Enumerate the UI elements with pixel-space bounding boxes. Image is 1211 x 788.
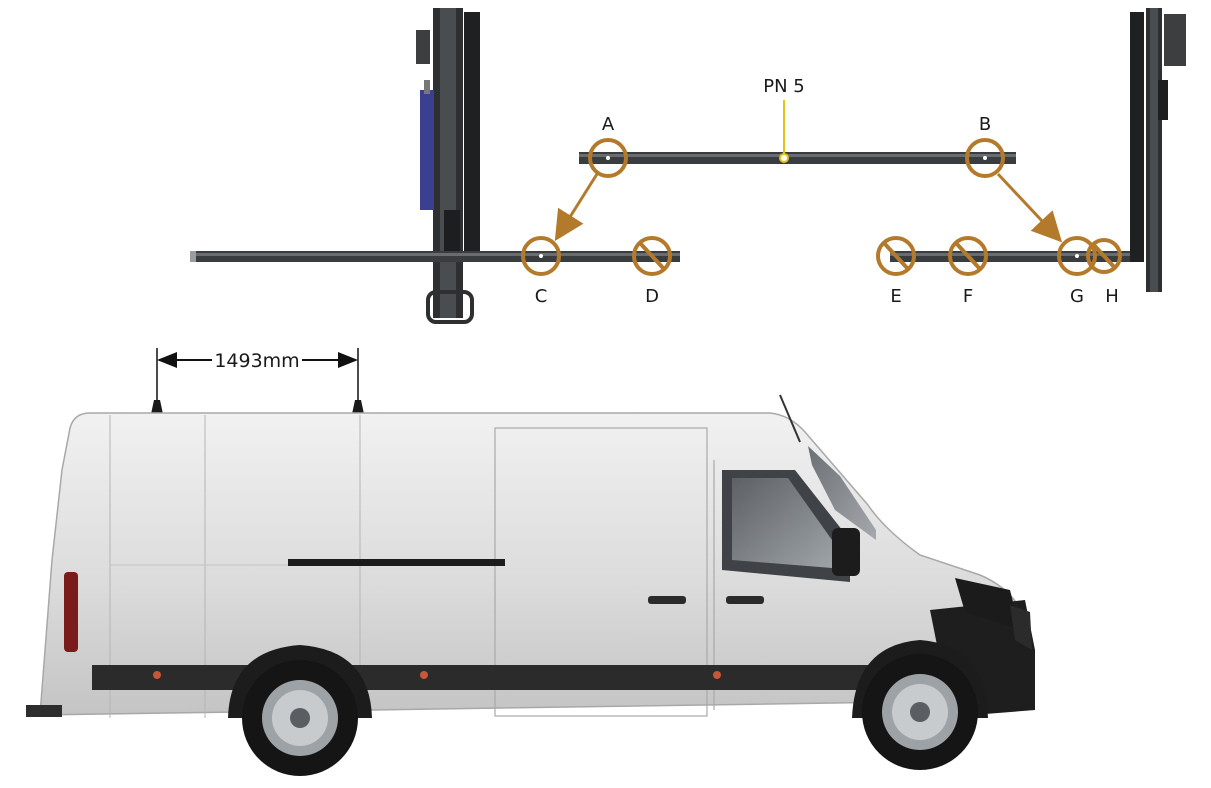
headlamp <box>955 578 1020 630</box>
mount-point-d: D <box>632 236 672 307</box>
dimension-label: 1493mm <box>214 350 299 372</box>
rear-light <box>64 572 78 652</box>
sliding-door-outline <box>494 427 708 717</box>
label-d: D <box>645 286 659 307</box>
top-rail <box>579 152 1016 164</box>
mount-point-g: G <box>1057 236 1097 307</box>
sliding-door-rail <box>288 559 505 566</box>
ladder-handle <box>426 290 474 324</box>
mount-point-b: B <box>965 114 1005 178</box>
left-lower-rail <box>190 251 680 262</box>
mount-point-c: C <box>521 236 561 307</box>
van-side-view <box>26 394 1035 776</box>
mount-point-e: E <box>876 236 916 307</box>
label-a: A <box>602 114 615 135</box>
pn5-label: PN 5 <box>763 76 805 97</box>
label-f: F <box>963 286 973 307</box>
left-ladder-mechanism <box>416 8 480 324</box>
mount-point-f: F <box>948 236 988 307</box>
rear-step <box>26 705 62 717</box>
front-wheel <box>862 654 978 770</box>
label-b: B <box>979 114 991 135</box>
right-lower-rail <box>890 251 1140 262</box>
mount-point-a: A <box>588 114 628 178</box>
dimension-marker: 1493mm <box>156 348 359 404</box>
sliding-door-handle <box>648 596 686 604</box>
right-ladder-mechanism <box>1130 8 1186 292</box>
arrow-b-to-g <box>996 172 1063 243</box>
roof-foot-rear <box>151 400 163 414</box>
actuator-cylinder <box>420 90 434 210</box>
roof-foot-front <box>352 400 364 414</box>
rear-wheel <box>242 660 358 776</box>
label-g: G <box>1070 286 1084 307</box>
arrow-a-to-c <box>554 173 599 242</box>
label-c: C <box>535 286 548 307</box>
label-e: E <box>890 286 901 307</box>
cab-door-handle <box>726 596 764 604</box>
side-protection-strip <box>92 665 895 690</box>
pn5-marker: PN 5 <box>763 76 805 163</box>
mount-point-h: H <box>1086 238 1122 307</box>
label-h: H <box>1105 286 1119 307</box>
